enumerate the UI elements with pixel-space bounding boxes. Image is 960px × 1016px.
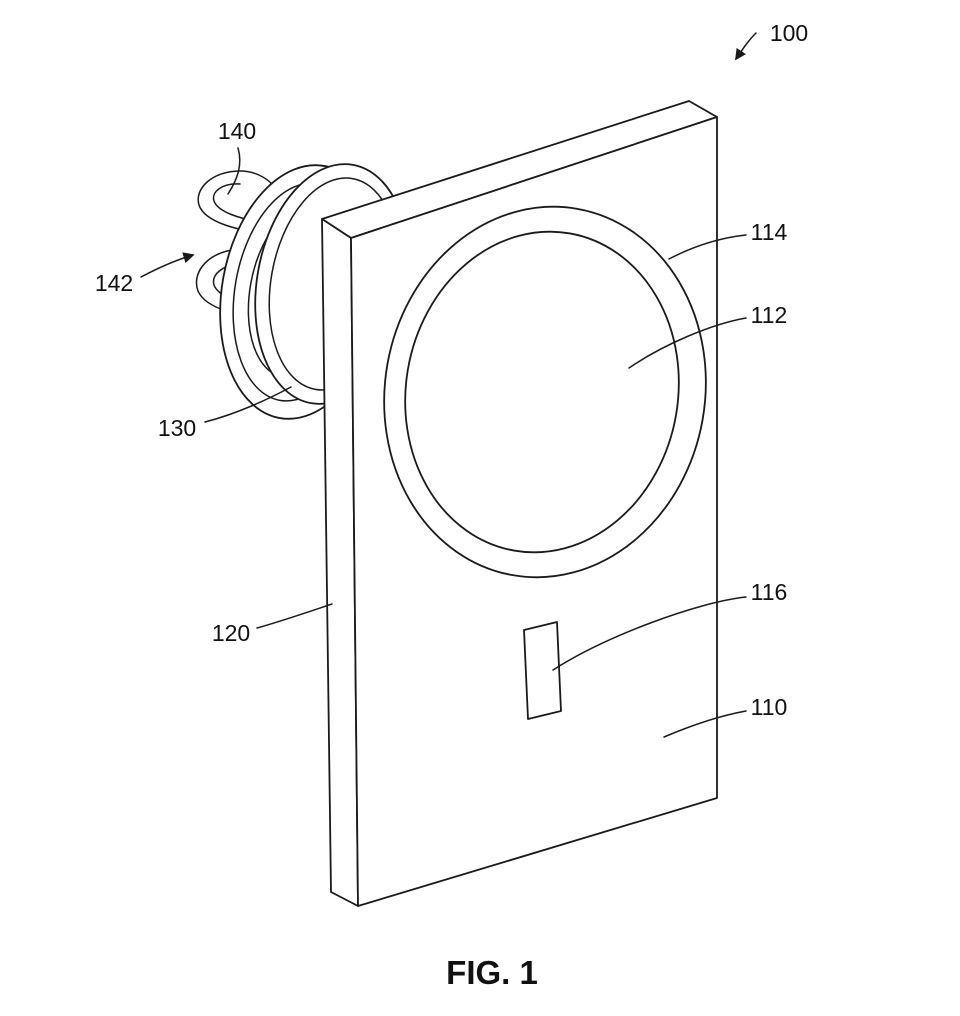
ref-label-140: 140 bbox=[218, 118, 256, 144]
leader-110 bbox=[663, 710, 747, 738]
ref-label-130: 130 bbox=[158, 415, 196, 441]
leader-116 bbox=[552, 596, 747, 671]
leader-140 bbox=[227, 147, 241, 195]
leader-100 bbox=[735, 32, 757, 61]
reference-labels: 100 140 142 130 120 114 112 116 110 bbox=[95, 20, 808, 720]
figure-caption: FIG. 1 bbox=[446, 954, 538, 991]
charging-ring bbox=[383, 205, 707, 579]
ref-label-110: 110 bbox=[751, 694, 788, 720]
ref-label-100: 100 bbox=[770, 20, 808, 46]
ref-label-142: 142 bbox=[95, 270, 133, 296]
leader-114 bbox=[668, 234, 747, 260]
charging-ring-outer bbox=[383, 205, 707, 579]
leader-142 bbox=[140, 252, 195, 278]
leader-112 bbox=[628, 317, 747, 369]
leader-120 bbox=[256, 603, 333, 629]
ref-label-116: 116 bbox=[751, 579, 788, 605]
charger-plate bbox=[321, 100, 718, 907]
ref-label-114: 114 bbox=[751, 219, 788, 245]
leader-lines bbox=[140, 32, 757, 738]
ref-label-120: 120 bbox=[212, 620, 250, 646]
leader-130 bbox=[204, 386, 292, 423]
upper-prong-outline bbox=[197, 170, 273, 235]
alignment-slot bbox=[523, 621, 562, 720]
ref-label-112: 112 bbox=[751, 302, 788, 328]
plate-front-face bbox=[350, 116, 718, 907]
charging-ring-inner bbox=[404, 230, 680, 554]
